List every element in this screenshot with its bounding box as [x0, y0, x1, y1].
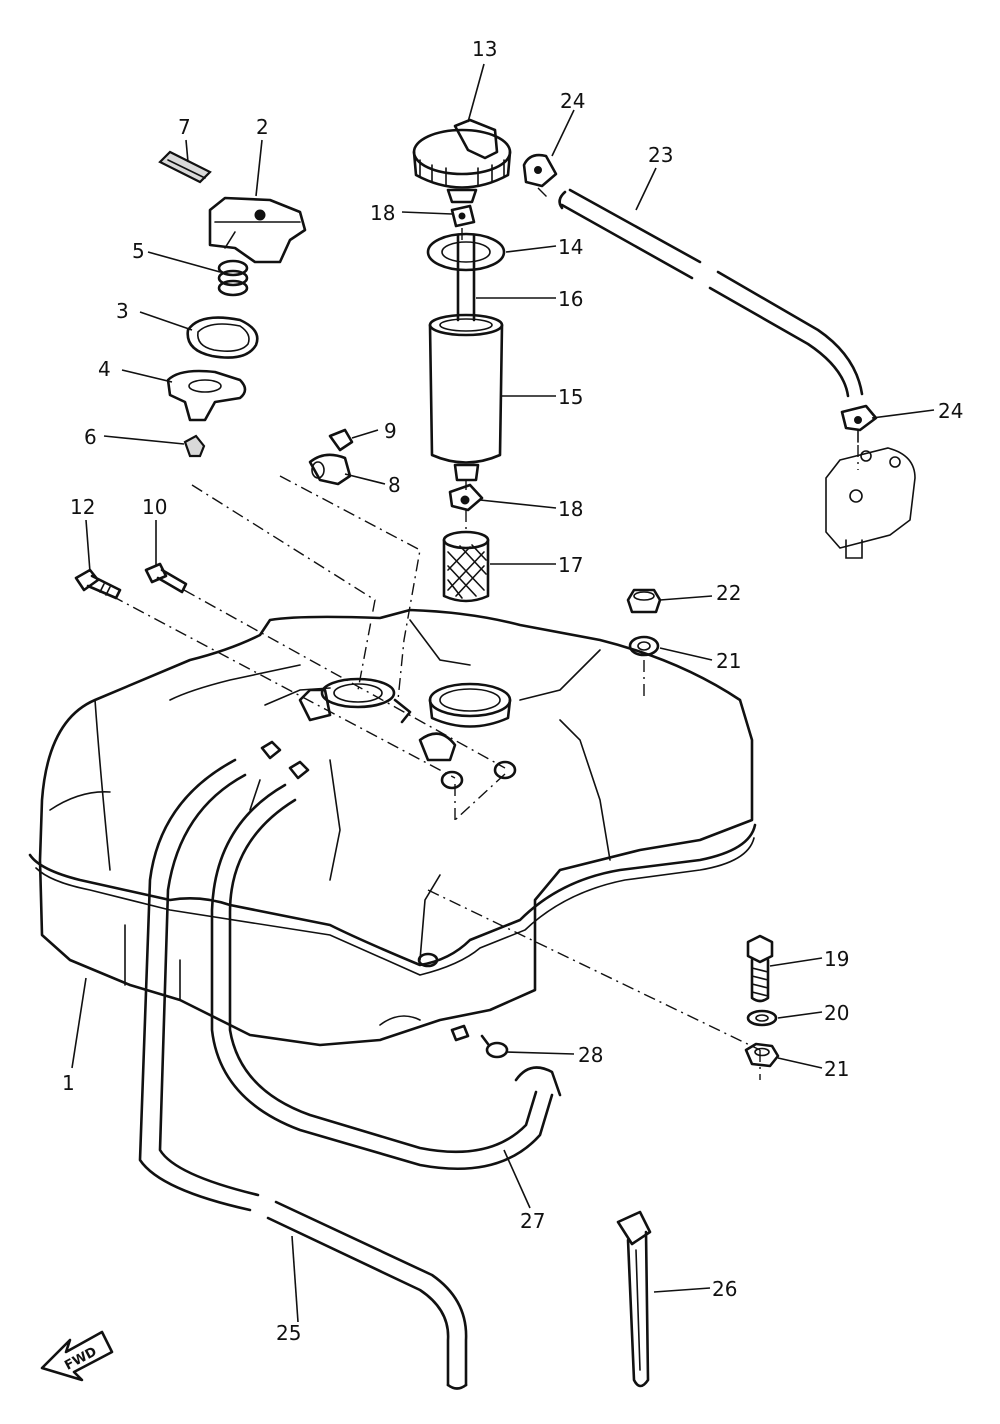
callout-18-upper: 18	[370, 201, 395, 225]
callout-24-upper: 24	[560, 89, 585, 113]
gasket-14	[426, 232, 506, 272]
filler-cap-13	[412, 118, 512, 204]
spring-5	[217, 259, 249, 297]
callout-17: 17	[558, 553, 583, 577]
collar-21-upper	[628, 635, 660, 657]
callout-18-lower: 18	[558, 497, 583, 521]
fuel-tank	[28, 608, 757, 1047]
callout-26: 26	[712, 1277, 737, 1301]
callout-27: 27	[520, 1209, 545, 1233]
callout-8: 8	[388, 473, 401, 497]
callout-7: 7	[178, 115, 191, 139]
leader-lines	[71, 63, 935, 1323]
forward-arrow: FWD	[40, 1330, 114, 1382]
hose-25	[138, 758, 468, 1390]
strainer-17	[442, 530, 490, 603]
callout-16: 16	[558, 287, 583, 311]
callout-6: 6	[84, 425, 97, 449]
callout-21-upper: 21	[716, 649, 741, 673]
callout-10: 10	[142, 495, 167, 519]
bolt-10	[144, 562, 188, 594]
callout-22: 22	[716, 581, 741, 605]
callout-2: 2	[256, 115, 269, 139]
hose-23	[558, 188, 864, 398]
diaphragm-4	[166, 369, 247, 422]
callout-5: 5	[132, 239, 145, 263]
grommet-22	[626, 588, 662, 614]
callout-4: 4	[98, 357, 111, 381]
callout-13: 13	[472, 37, 497, 61]
clamp-9	[328, 428, 354, 452]
callout-1: 1	[62, 1071, 75, 1095]
callout-14: 14	[558, 235, 583, 259]
callout-24-lower: 24	[938, 399, 963, 423]
gasket-3	[186, 316, 259, 359]
bolt-19	[746, 934, 774, 1003]
elbow-8	[308, 453, 352, 486]
callout-23: 23	[648, 143, 673, 167]
screen-6	[183, 434, 206, 458]
callout-19: 19	[824, 947, 849, 971]
hose-27	[210, 783, 562, 1171]
callout-28: 28	[578, 1043, 603, 1067]
callout-25: 25	[276, 1321, 301, 1345]
callout-20: 20	[824, 1001, 849, 1025]
lever-spring-7	[158, 150, 212, 184]
clamp-28	[480, 1034, 509, 1059]
callout-15: 15	[558, 385, 583, 409]
assembly-lines	[111, 187, 859, 1080]
fuel-pump	[825, 447, 916, 559]
callout-9: 9	[384, 419, 397, 443]
callout-labels: 1 2 3 4 5 6 7 8 9 10 12 13 14 15 16 17 1…	[62, 37, 963, 1345]
clamp-24-lower	[840, 404, 878, 443]
band-26	[616, 1210, 652, 1388]
filter-15	[428, 313, 504, 482]
callout-3: 3	[116, 299, 129, 323]
clamp-18-upper	[450, 204, 476, 228]
collar-21-lower	[744, 1042, 780, 1068]
callout-21-lower: 21	[824, 1057, 849, 1081]
bolt-12	[74, 568, 122, 600]
washer-20	[746, 1009, 778, 1027]
clamp-24-upper	[522, 153, 558, 188]
tube-16	[456, 233, 476, 322]
fuel-cock-2	[208, 196, 307, 264]
callout-12: 12	[70, 495, 95, 519]
